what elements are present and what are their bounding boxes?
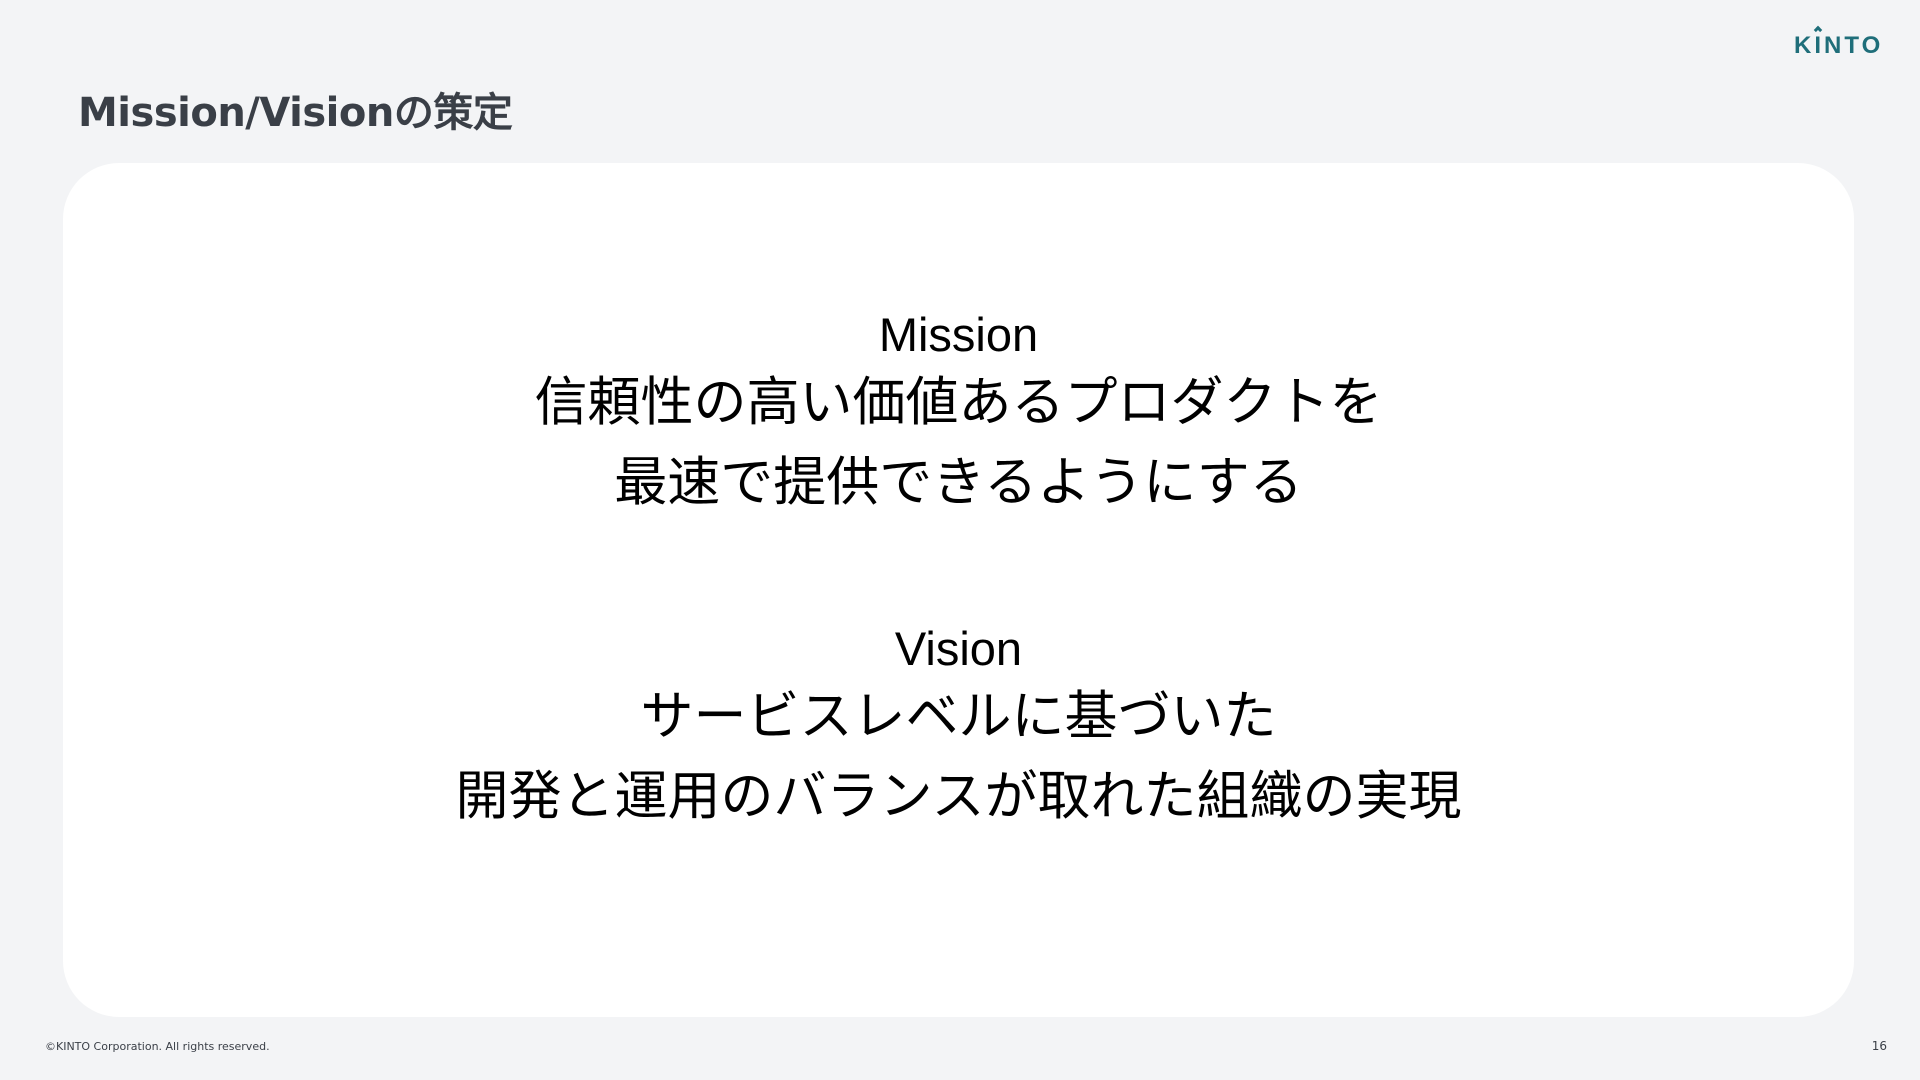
- logo-letter-k: K: [1794, 32, 1815, 59]
- copyright-notice: ©KINTO Corporation. All rights reserved.: [45, 1040, 270, 1053]
- content-card: Mission 信頼性の高い価値あるプロダクトを 最速で提供できるようにする V…: [63, 163, 1854, 1017]
- vision-section: Vision サービスレベルに基づいた 開発と運用のバランスが取れた組織の実現: [63, 621, 1854, 837]
- logo-letters-nto: NTO: [1824, 32, 1884, 59]
- vision-line-1: サービスレベルに基づいた: [640, 686, 1277, 747]
- mission-section: Mission 信頼性の高い価値あるプロダクトを 最速で提供できるようにする: [63, 307, 1854, 523]
- mission-line-2: 最速で提供できるようにする: [614, 452, 1303, 513]
- vision-heading: Vision: [894, 622, 1023, 675]
- mission-heading: Mission: [878, 308, 1039, 361]
- logo-letter-i: I: [1814, 32, 1825, 59]
- vision-line-2: 開発と運用のバランスが取れた組織の実現: [455, 766, 1462, 827]
- page-title: Mission/Visionの策定: [78, 90, 513, 136]
- page-number: 16: [1871, 1039, 1887, 1053]
- mission-line-1: 信頼性の高い価値あるプロダクトを: [534, 372, 1383, 433]
